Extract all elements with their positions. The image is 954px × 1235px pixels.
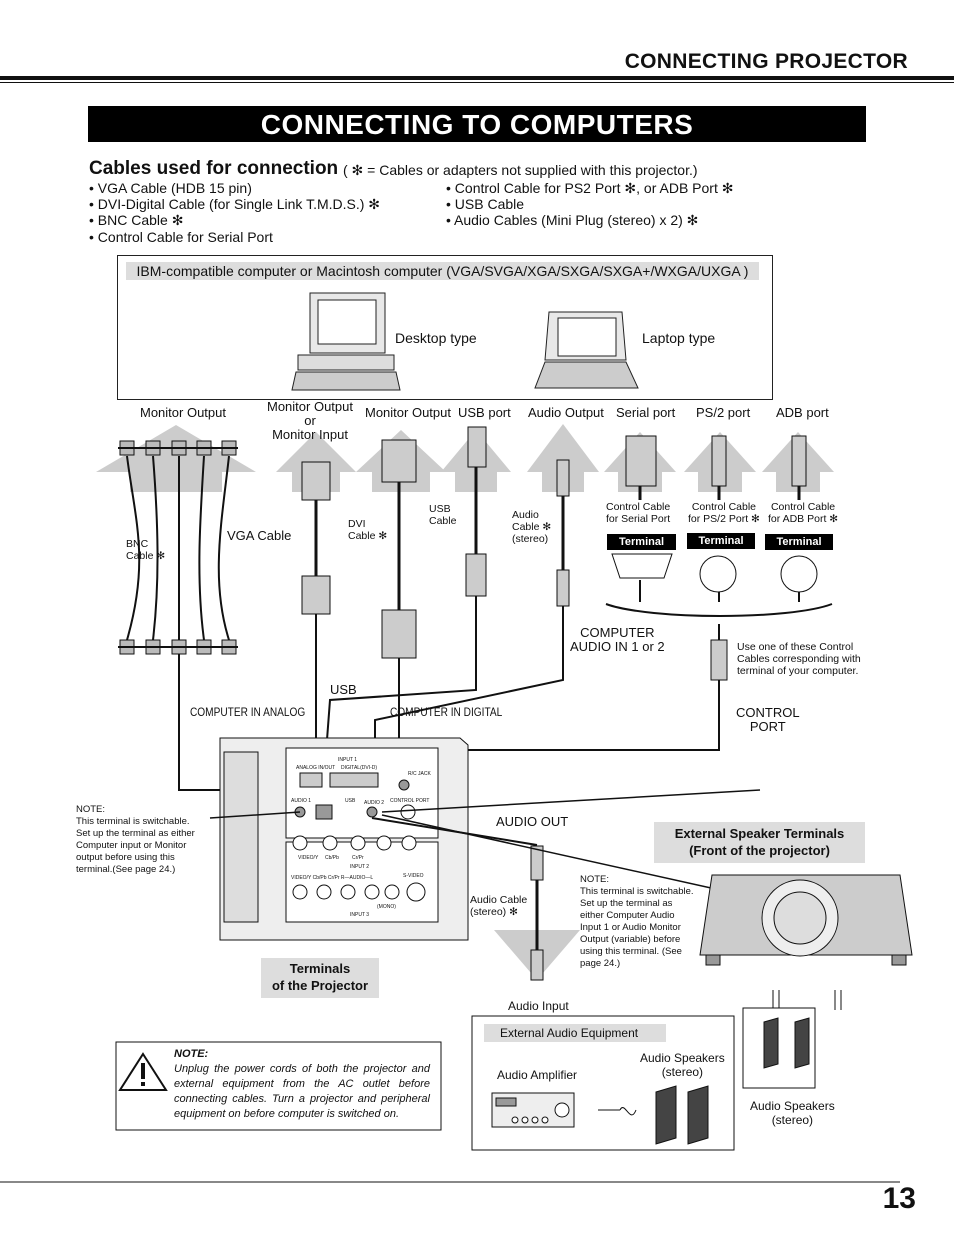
- audio-input-label: Audio Input: [508, 999, 569, 1013]
- terminal-badge: Terminal: [607, 534, 676, 550]
- computer-box: [117, 255, 773, 400]
- terminal-icons: [605, 553, 833, 617]
- header-rule-thin: [0, 82, 954, 83]
- terminal-badge: Terminal: [687, 533, 755, 549]
- audio-cable-stereo-label: Audio Cable(stereo) ✻: [470, 894, 528, 918]
- external-audio-bar: [484, 1024, 666, 1042]
- panel-text: AUDIO 1: [291, 798, 312, 804]
- note-pointer: [209, 811, 301, 819]
- panel-text: AUDIO 2: [364, 800, 385, 806]
- cable-item: • Audio Cables (Mini Plug (stereo) x 2) …: [446, 212, 699, 228]
- panel-text: INPUT 1: [338, 757, 358, 763]
- audio-out-label: AUDIO OUT: [496, 814, 569, 829]
- speaker-icons-2: [655, 1085, 709, 1145]
- warning-text-block: NOTE: Unplug the power cords of both the…: [174, 1048, 430, 1120]
- panel-text: INPUT 2: [350, 864, 370, 870]
- control-cables: [409, 435, 807, 780]
- panel-text: Cr/Pr: [352, 855, 364, 861]
- section-title: CONNECTING PROJECTOR: [624, 50, 908, 73]
- cable-item: • VGA Cable (HDB 15 pin): [89, 180, 252, 196]
- panel-text: DIGITAL(DVI-D): [341, 765, 378, 771]
- cables-heading: Cables used for connection: [89, 158, 339, 179]
- desktop-computer-icon: [291, 292, 401, 391]
- bnc-cable-lines: [126, 455, 300, 791]
- vga-cable: [301, 461, 331, 780]
- speakers-label: Audio Speakers(stereo): [640, 1051, 725, 1079]
- audio-out-cable: [371, 789, 761, 981]
- port-label: Monitor Output: [365, 405, 451, 420]
- panel-text: Cb/Pb: [325, 855, 339, 861]
- panel-text: USB: [345, 798, 356, 804]
- panel-text: S-VIDEO: [403, 873, 424, 879]
- usb-label: USB: [330, 682, 357, 697]
- dvi-cable: [371, 439, 417, 780]
- cable-item: • BNC Cable ✻: [89, 212, 184, 228]
- note-left: NOTE:This terminal is switchable.Set up …: [76, 804, 195, 875]
- laptop-icon: [534, 311, 639, 389]
- warning-box: [115, 1041, 442, 1131]
- note-right: NOTE:This terminal is switchable.Set up …: [580, 874, 694, 969]
- panel-text: R/C JACK: [408, 771, 431, 777]
- projector-rear-panel: [219, 737, 469, 941]
- port-label: Audio Output: [528, 405, 604, 420]
- amp-wire: [598, 1107, 637, 1116]
- panel-text: INPUT 3: [350, 912, 370, 918]
- terminal-badge: Terminal: [765, 534, 833, 550]
- cable-item: • Control Cable for PS2 Port ✻, or ADB P…: [446, 180, 734, 196]
- cable-item: • Control Cable for Serial Port: [89, 229, 273, 245]
- cable-item: • DVI-Digital Cable (for Single Link T.M…: [89, 196, 381, 212]
- page-number: 13: [882, 1182, 916, 1215]
- digital-label: COMPUTER IN DIGITAL: [390, 707, 503, 719]
- usb-cable: [321, 426, 487, 807]
- cables-note: ( ✻ = Cables or adapters not supplied wi…: [343, 162, 698, 178]
- port-label: Serial port: [616, 405, 676, 420]
- laptop-label: Laptop type: [642, 330, 716, 346]
- warning-icon: [118, 1052, 168, 1091]
- computer-type-title: IBM-compatible computer or Macintosh com…: [126, 262, 759, 280]
- panel-text: VIDEO/Y Cb/Pb Cr/Pr R—AUDIO—L: [291, 875, 374, 881]
- vga-label: VGA Cable: [227, 528, 292, 543]
- bnc-connectors-top: [118, 440, 238, 456]
- panel-text: CONTROL PORT: [390, 798, 430, 804]
- desktop-label: Desktop type: [395, 330, 477, 346]
- speakers-label-2: Audio Speakers(stereo): [750, 1099, 835, 1127]
- cable-item: • USB Cable: [446, 196, 525, 212]
- external-speaker-label: External Speaker Terminals(Front of the …: [654, 822, 865, 863]
- projector-front-icon: [699, 874, 913, 1010]
- bnc-connectors-bottom: [118, 639, 238, 655]
- speaker-icons: [763, 1017, 810, 1069]
- audio-amp-label: Audio Amplifier: [497, 1068, 578, 1082]
- panel-text: VIDEO/Y: [298, 855, 319, 861]
- port-label: PS/2 port: [696, 405, 751, 420]
- panel-text: ANALOG IN/OUT: [296, 765, 336, 771]
- external-audio-label: External Audio Equipment: [500, 1026, 639, 1040]
- page-banner: CONNECTING TO COMPUTERS: [88, 106, 866, 142]
- port-label: Monitor Output: [140, 405, 226, 420]
- port-label: USB port: [458, 405, 511, 420]
- analog-label: COMPUTER IN ANALOG: [190, 707, 306, 719]
- header-rule: [0, 76, 954, 80]
- panel-text: (MONO): [377, 904, 396, 910]
- port-label: ADB port: [776, 405, 829, 420]
- amplifier-icon: [491, 1092, 575, 1128]
